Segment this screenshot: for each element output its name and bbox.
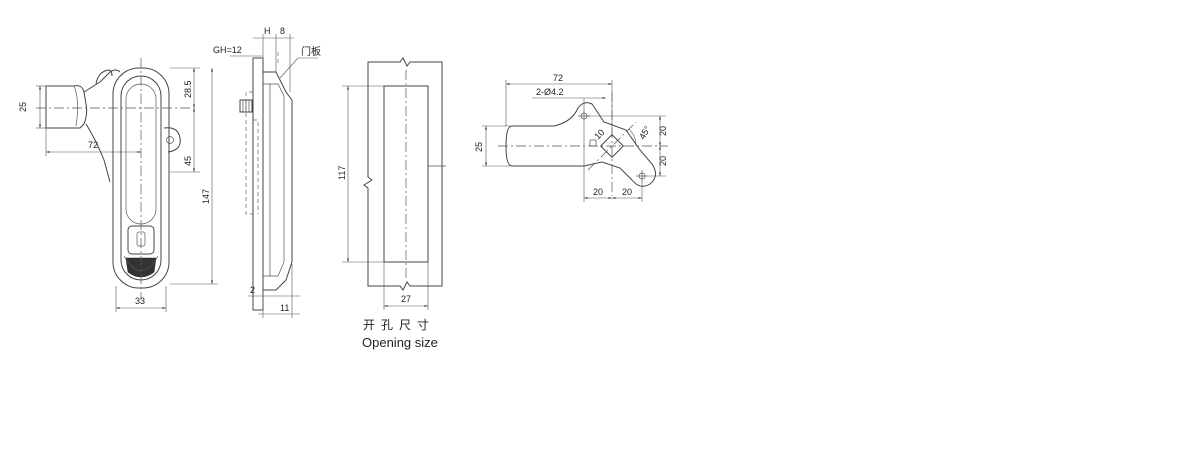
cam-dim-20-bottom-left-label: 20 [593,187,603,197]
door-panel-label: 门板 [301,45,321,58]
cam-dim-20-right-label: 20 [658,156,668,166]
cam-outline [505,102,656,187]
dim-147-label: 147 [201,189,211,204]
hole-label: 2-Ø4.2 [536,87,564,97]
dim-8-label: 8 [280,26,285,36]
lug-hole [166,136,174,144]
caption-cn: 开孔尺寸 [363,318,435,332]
handle-hook [95,69,113,85]
cam-dim-72-label: 72 [553,73,563,83]
cam-dim-20-bottom-right-label: 20 [622,187,632,197]
dim-2-label: 2 [250,285,255,295]
side-body [263,71,293,291]
hidden-shaft [253,119,259,214]
square-symbol-icon [589,139,597,147]
side-body-inner [263,83,285,277]
body-inner-slot [120,75,162,281]
panel-outline [363,57,443,291]
lever-edge [73,85,78,127]
dim-11-label: 11 [280,303,289,313]
push-cap [125,257,157,278]
dim-33-label: 33 [135,296,145,306]
cam-dim-20-top-label: 20 [658,126,668,136]
cam-diagonal-centerline [587,121,637,171]
door-panel-leader [279,57,299,79]
dim-27-label: 27 [401,294,411,304]
handle-lever [45,85,88,129]
cam-dim-25-label: 25 [474,142,484,152]
side-view: H 8 GH=12 门板 2 11 [213,26,321,318]
front-view: 25 72 28.5 45 147 33 [18,58,218,312]
handle-lug [163,127,181,153]
hidden-housing [245,91,253,215]
handle-arm [83,69,121,183]
square-dim-label: 10 [592,127,606,141]
dim-45-label: 45 [183,156,193,166]
door-panel [252,57,264,311]
dim-25-label: 25 [18,102,28,112]
angle-arc [628,128,637,147]
cutout [383,85,429,263]
dim-h-label: H [264,26,271,36]
dim-117-label: 117 [337,166,347,180]
dim-28-5-label: 28.5 [183,80,193,98]
gh-label: GH=12 [213,45,242,55]
dim-72-label: 72 [88,140,98,150]
cam-view: 72 2-Ø4.2 25 10 45° 20 20 20 20 [474,73,668,202]
angle-label: 45° [637,124,653,141]
opening-view: 117 27 开孔尺寸 Opening size [337,57,446,350]
caption-en: Opening size [362,335,438,350]
